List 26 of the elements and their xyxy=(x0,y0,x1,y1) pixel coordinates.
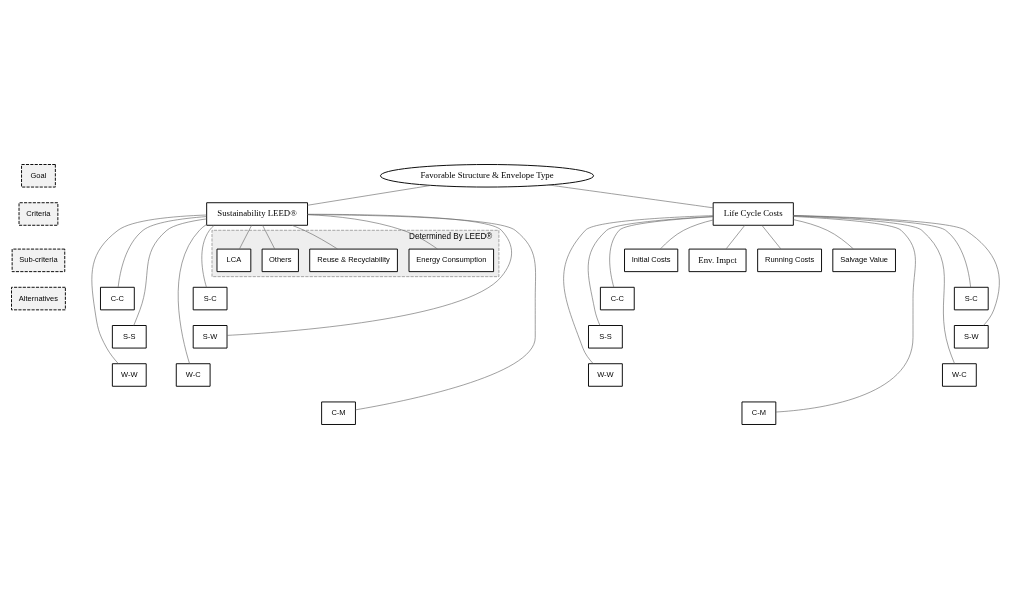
connector xyxy=(117,216,207,288)
connector xyxy=(660,219,714,250)
connector xyxy=(201,225,215,288)
connector xyxy=(291,225,338,250)
connector xyxy=(793,215,1000,326)
connector xyxy=(91,214,207,364)
node-box: Life Cycle Costs xyxy=(712,202,794,226)
connector xyxy=(239,225,252,250)
connector xyxy=(563,215,714,364)
node-box: Env. Impct xyxy=(688,248,747,273)
node-box: Sustainability LEED® xyxy=(206,202,308,226)
connector xyxy=(725,225,746,250)
node-ellipse: Favorable Structure & Envelope Type xyxy=(380,164,594,188)
connector xyxy=(262,225,275,250)
connector xyxy=(775,216,916,413)
connector xyxy=(587,216,714,326)
connector xyxy=(307,185,432,206)
connector xyxy=(793,215,971,288)
connector xyxy=(761,225,782,250)
connector xyxy=(793,219,854,250)
connector xyxy=(177,224,207,364)
connector xyxy=(793,215,955,364)
connector xyxy=(226,213,512,336)
connector xyxy=(609,216,714,288)
connector xyxy=(548,184,714,209)
connector xyxy=(133,218,207,326)
